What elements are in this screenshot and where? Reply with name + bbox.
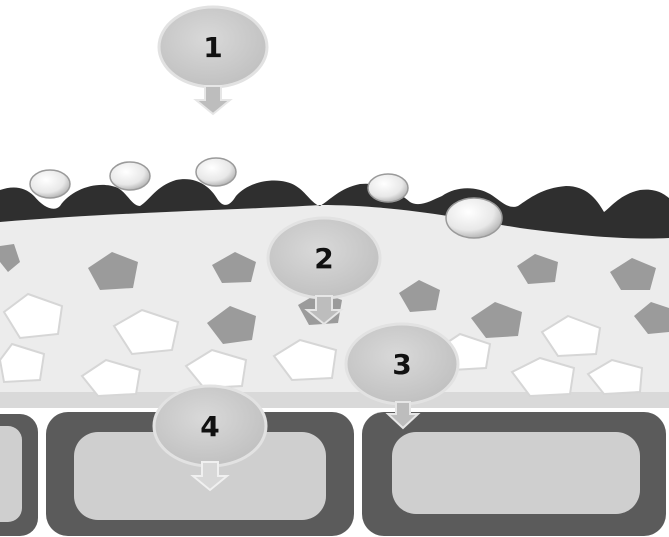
step-2-label: 2 [314, 242, 333, 275]
step-3-label: 3 [392, 348, 411, 381]
cells [0, 412, 666, 536]
step-1-arrow [196, 86, 230, 114]
cell-right-interior [392, 432, 640, 514]
step-4-label: 4 [200, 410, 219, 443]
step-marker-1: 1 [159, 7, 267, 114]
sphere [368, 174, 408, 202]
sphere [30, 170, 70, 198]
cell-left-edge-interior [0, 426, 22, 522]
sphere [110, 162, 150, 190]
step-1-label: 1 [203, 31, 222, 64]
sphere [446, 198, 502, 238]
sphere [196, 158, 236, 186]
